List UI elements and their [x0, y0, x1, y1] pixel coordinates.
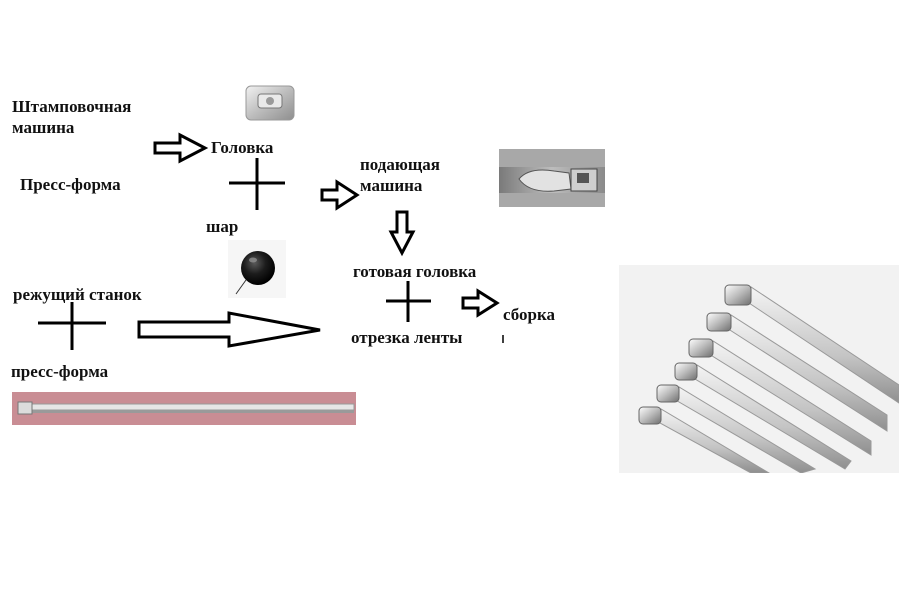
label-ball: шар	[206, 217, 239, 236]
buckle-head-icon	[245, 85, 295, 121]
tie-5	[656, 384, 817, 473]
steel-cable-ties-bundle-icon	[619, 265, 899, 473]
arrow-to-assembly	[461, 288, 500, 318]
arrow-to-feeding-machine	[320, 179, 360, 211]
label-assembly: сборка	[503, 305, 556, 324]
label-press-form-1: Пресс-форма	[20, 175, 121, 194]
steel-ball-icon	[228, 240, 286, 298]
tie-4	[674, 362, 852, 470]
label-stamping-machine: Штамповочная машина	[12, 97, 132, 137]
tie-6	[638, 406, 770, 473]
label-feeding-machine: подающая машина	[360, 155, 440, 195]
label-head: Головка	[211, 138, 274, 157]
tie-2	[706, 312, 888, 432]
plus-sign-3	[386, 281, 431, 322]
label-press-form-2: пресс-форма	[11, 362, 109, 381]
label-finished-head: готовая головка	[353, 262, 477, 281]
label-tape-cut: отрезка ленты	[351, 328, 463, 347]
arrow-down-to-finished-head	[388, 210, 416, 257]
steel-strip-icon	[12, 392, 356, 425]
cable-tie-head-closeup-icon	[499, 149, 605, 207]
arrow-long-to-tape-cut	[137, 311, 321, 348]
label-cutting-machine: режущий станок	[13, 285, 142, 304]
tie-1	[724, 284, 899, 404]
plus-sign-1	[229, 158, 285, 210]
tie-3	[688, 338, 872, 456]
arrow-to-head	[153, 132, 209, 164]
plus-sign-2	[38, 302, 106, 350]
